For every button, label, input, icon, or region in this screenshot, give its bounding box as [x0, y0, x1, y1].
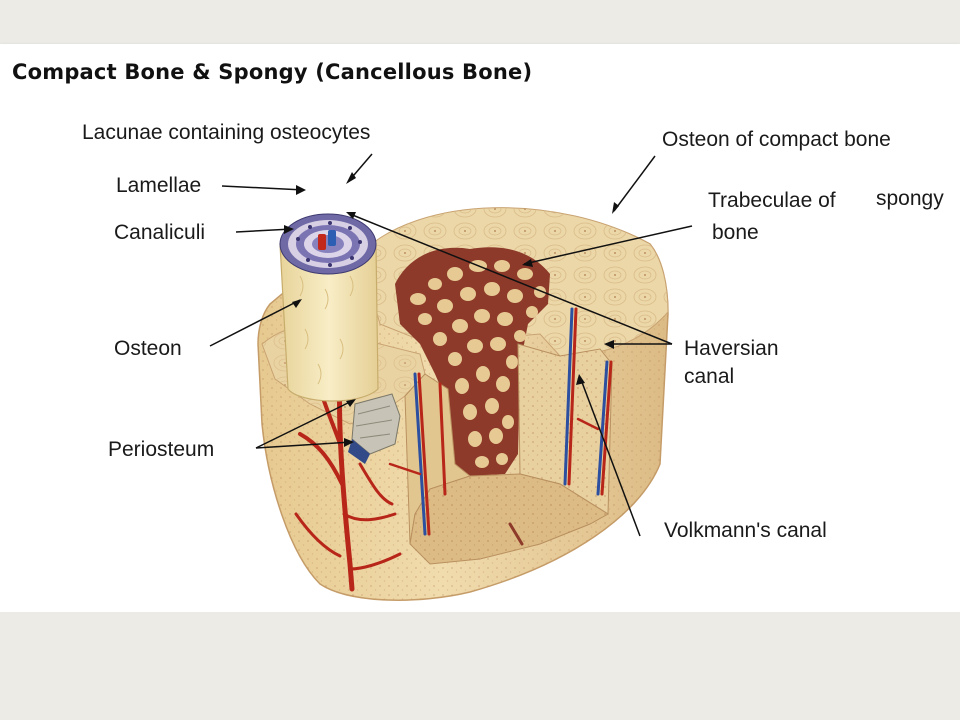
label-lacunae: Lacunae containing osteocytes: [82, 121, 371, 144]
slide: Compact Bone & Spongy (Cancellous Bone): [0, 44, 960, 612]
bottom-strip: [0, 612, 960, 720]
label-haversian-line2: canal: [684, 365, 735, 388]
label-haversian-line1: Haversian: [684, 337, 779, 360]
label-trabeculae-line1: Trabeculae of: [708, 189, 836, 212]
bone-diagram: [209, 153, 693, 601]
osteon-cylinder: [279, 213, 379, 402]
label-periosteum: Periosteum: [108, 438, 215, 461]
slide-title: Compact Bone & Spongy (Cancellous Bone): [12, 60, 533, 84]
label-osteon: Osteon: [114, 337, 182, 360]
top-strip: [0, 0, 960, 44]
cutaway-faces: [404, 343, 613, 565]
label-volkmann: Volkmann's canal: [664, 519, 827, 542]
label-lamellae: Lamellae: [116, 174, 202, 197]
leader-arrowheads: [284, 172, 619, 447]
periosteum-flap: [348, 393, 401, 464]
label-trabeculae-spongy: spongy: [876, 187, 944, 210]
label-osteon-compact: Osteon of compact bone: [662, 128, 891, 151]
haversian-vessels: [388, 307, 613, 546]
leader-lines: [209, 153, 693, 537]
label-trabeculae-line2: bone: [712, 221, 759, 244]
spongy-bone: [395, 247, 550, 476]
label-canaliculi: Canaliculi: [114, 221, 206, 244]
